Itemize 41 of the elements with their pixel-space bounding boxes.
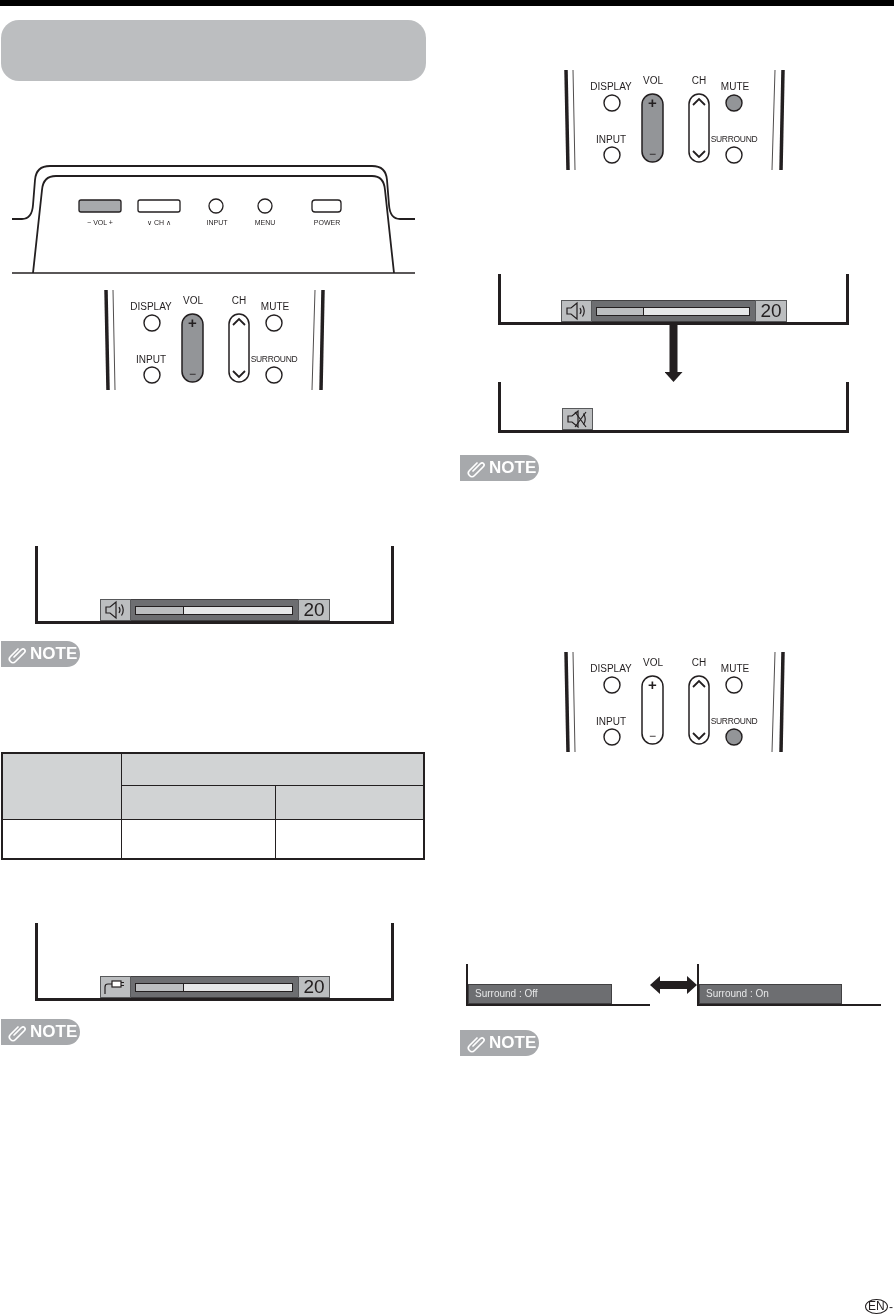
button-label: CH <box>691 658 707 668</box>
button-label: DISPLAY <box>130 302 172 312</box>
note-label: NOTE <box>30 1023 78 1041</box>
volume-value: 20 <box>298 976 330 998</box>
minus-sign: − <box>189 368 196 380</box>
button-label: VOL <box>643 76 663 86</box>
button-label: INPUT <box>136 355 166 365</box>
note-label: NOTE <box>489 459 537 477</box>
volume-value: 20 <box>298 599 330 621</box>
plus-sign: + <box>648 676 657 692</box>
button-label: SURROUND <box>250 354 298 364</box>
screen-frame <box>498 274 849 325</box>
screen-frame <box>466 964 650 1006</box>
button-label: INPUT <box>596 135 626 145</box>
button-label: VOL <box>183 296 203 306</box>
screen-frame <box>697 964 881 1006</box>
button-label: VOL <box>643 658 663 668</box>
note-label: NOTE <box>489 1034 537 1052</box>
screen-frame <box>35 923 394 1001</box>
button-label: CH <box>691 76 707 86</box>
plus-sign: + <box>648 94 657 110</box>
button-label: CH <box>231 296 247 306</box>
button-label: DISPLAY <box>590 82 632 92</box>
heading-band <box>1 20 426 81</box>
surround-status-bar: Surround : Off <box>468 983 612 1004</box>
button-label: SURROUND <box>710 716 758 726</box>
page-dash: - <box>889 1301 893 1313</box>
button-label: INPUT <box>596 717 626 727</box>
button-label: MUTE <box>260 302 290 312</box>
plus-sign: + <box>188 314 197 330</box>
button-label: SURROUND <box>710 134 758 144</box>
button-label: MUTE <box>720 82 750 92</box>
minus-sign: − <box>649 148 656 160</box>
button-label: DISPLAY <box>590 664 632 674</box>
screen-frame <box>498 382 849 433</box>
volume-value: 20 <box>755 300 787 322</box>
screen-frame <box>35 546 394 624</box>
button-label: MUTE <box>720 664 750 674</box>
surround-status-bar: Surround : On <box>699 983 842 1004</box>
note-label: NOTE <box>30 645 78 663</box>
minus-sign: − <box>649 730 656 742</box>
